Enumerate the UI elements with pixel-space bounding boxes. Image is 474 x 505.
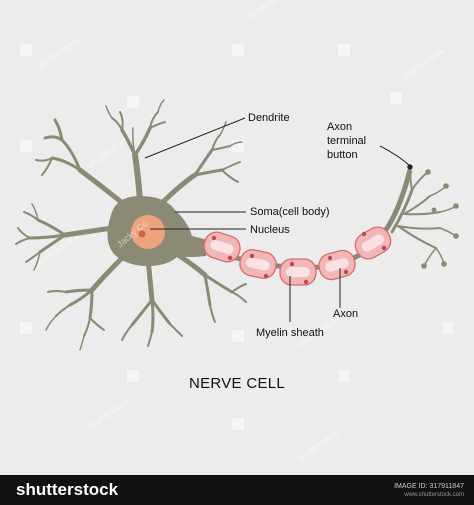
leader-axon-terminal <box>379 145 411 167</box>
watermark-icon <box>442 322 454 334</box>
terminal-button <box>431 207 437 213</box>
footer-image-id: IMAGE ID: 317911847 <box>394 483 464 490</box>
watermark-icon <box>232 418 244 430</box>
leader-dendrite <box>144 117 246 159</box>
watermark-icon <box>232 330 244 342</box>
schwann-nucleus <box>263 273 269 279</box>
myelin-highlight <box>246 257 270 271</box>
watermark-text: shutterstock <box>400 45 446 81</box>
schwann-nucleus <box>343 269 349 275</box>
schwann-nucleus <box>289 261 295 267</box>
nucleus-shape <box>131 215 165 249</box>
watermark-icon <box>20 44 32 56</box>
terminal-button <box>425 169 431 175</box>
watermark-icon <box>20 322 32 334</box>
watermark-icon <box>127 96 139 108</box>
watermark-text: shutterstock <box>245 0 291 22</box>
label-axon-terminal-line1: Axon <box>327 121 352 133</box>
schwann-nucleus <box>303 279 309 285</box>
myelin-highlight <box>361 234 385 252</box>
watermark-icon <box>232 44 244 56</box>
schwann-nucleus <box>227 255 233 261</box>
label-dendrite: Dendrite <box>248 112 290 124</box>
nerve-cell-diagram: shutterstock shutterstock shutterstock s… <box>15 0 459 464</box>
label-myelin-sheath: Myelin sheath <box>256 327 324 339</box>
label-nucleus: Nucleus <box>250 224 290 236</box>
watermark-icon <box>390 92 402 104</box>
leader-dot <box>407 164 413 170</box>
schwann-nucleus <box>211 235 217 241</box>
label-soma: Soma(cell body) <box>250 206 329 218</box>
myelin-highlight <box>286 267 310 277</box>
schwann-nucleus <box>327 255 333 261</box>
watermark-icon <box>127 370 139 382</box>
terminal-button <box>441 261 447 267</box>
watermark-icon <box>338 44 350 56</box>
terminal-button <box>453 233 459 239</box>
diagram-canvas: shutterstock shutterstock shutterstock s… <box>15 0 459 464</box>
schwann-nucleus <box>249 253 255 259</box>
watermark-text: shutterstock <box>295 427 341 463</box>
watermark-text: shutterstock <box>85 133 131 169</box>
label-axon-terminal-line2: terminal <box>327 135 366 147</box>
schwann-nucleus <box>381 245 387 251</box>
watermark-icon <box>20 140 32 152</box>
watermark-text: shutterstock <box>85 395 131 431</box>
footer-site: www.shutterstock.com <box>404 492 464 498</box>
axon-terminal <box>390 167 457 267</box>
myelin-highlight <box>210 239 234 255</box>
terminal-button <box>443 183 449 189</box>
myelin-highlight <box>325 258 349 272</box>
watermark-icon <box>338 370 350 382</box>
schwann-nucleus <box>361 231 367 237</box>
terminal-button <box>453 203 459 209</box>
footer-meta: IMAGE ID: 317911847 www.shutterstock.com <box>394 482 464 500</box>
footer-brand-logo: shutterstock <box>16 480 119 499</box>
leader-lines <box>144 117 411 322</box>
terminal-button <box>421 263 427 269</box>
watermark-text: shutterstock <box>35 35 81 71</box>
label-axon: Axon <box>333 308 358 320</box>
nucleolus-shape <box>138 230 146 238</box>
label-axon-terminal-line3: button <box>327 149 358 161</box>
footer-bar: shutterstock IMAGE ID: 317911847 www.shu… <box>0 475 474 505</box>
myelin-sheath <box>203 226 392 286</box>
diagram-title: NERVE CELL <box>189 375 285 392</box>
